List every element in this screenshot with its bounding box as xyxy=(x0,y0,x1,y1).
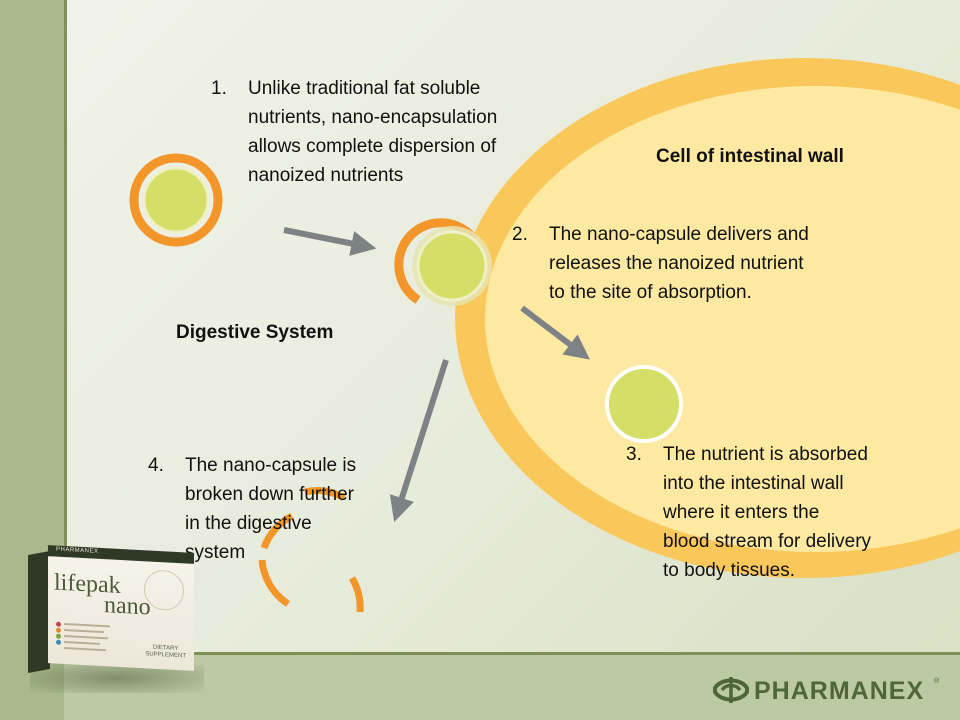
nano-capsule-intact xyxy=(129,153,223,247)
step-number: 3. xyxy=(626,444,642,465)
registered-mark: ® xyxy=(934,678,940,685)
step-text: Unlike traditional fat soluble nutrients… xyxy=(248,74,497,190)
step-4: 4. The nano-capsule is broken down furth… xyxy=(148,451,388,571)
logo-wordmark: PHARMANEX xyxy=(754,677,925,705)
step-2: 2. The nano-capsule delivers and release… xyxy=(512,220,852,310)
product-box-front: PHARMANEX lifepak nano DIETARY SUPPLEMEN… xyxy=(48,545,194,671)
step-text: The nano-capsule delivers and releases t… xyxy=(549,220,809,307)
step-line: to body tissues. xyxy=(663,560,796,581)
step-line: in the digestive xyxy=(185,513,312,534)
cell-label: Cell of intestinal wall xyxy=(656,146,844,167)
step-line: blood stream for delivery xyxy=(663,531,872,552)
step-line: to the site of absorption. xyxy=(549,282,752,303)
step-line: The nano-capsule is xyxy=(185,455,357,476)
step-line: nanoized nutrients xyxy=(248,165,404,186)
step-number: 2. xyxy=(512,224,528,245)
arrow-capsule-to-cell xyxy=(283,227,377,256)
product-badge-line: SUPPLEMENT xyxy=(145,651,186,660)
step-number: 1. xyxy=(211,78,227,99)
step-line: broken down further xyxy=(185,484,354,505)
product-dot-icon xyxy=(56,639,61,645)
footer-band xyxy=(64,655,960,720)
arrow-capsule-breakdown xyxy=(389,359,449,523)
step-text: The nutrient is absorbed into the intest… xyxy=(663,440,871,585)
step-1: 1. Unlike traditional fat soluble nutrie… xyxy=(211,74,551,194)
product-box-side xyxy=(28,551,50,673)
product-dot-icon xyxy=(56,633,61,639)
product-title-line2: nano xyxy=(104,592,151,621)
lifepak-nano-product-box: PHARMANEX lifepak nano DIETARY SUPPLEMEN… xyxy=(24,545,204,695)
step-line: into the intestinal wall xyxy=(663,473,844,494)
step-line: The nano-capsule delivers and xyxy=(549,224,809,245)
step-line: The nutrient is absorbed xyxy=(663,444,868,465)
product-dot-icon xyxy=(56,621,61,627)
product-brand: PHARMANEX xyxy=(56,546,99,555)
product-ingredient-lines xyxy=(56,623,116,656)
product-badge: DIETARY SUPPLEMENT xyxy=(145,644,186,660)
broken-capsule-fragments xyxy=(258,487,364,613)
step-line: system xyxy=(185,542,246,563)
step-line: where it enters the xyxy=(663,502,820,523)
step-number: 4. xyxy=(148,455,164,476)
step-3: 3. The nutrient is absorbed into the int… xyxy=(626,440,926,590)
step-text: The nano-capsule is broken down further … xyxy=(185,451,356,567)
nano-capsule-releasing xyxy=(394,218,492,306)
step-line: releases the nanoized nutrient xyxy=(549,253,804,274)
digestive-system-label: Digestive System xyxy=(176,322,334,343)
step-line: nutrients, nano-encapsulation xyxy=(248,107,498,128)
product-dot-icon xyxy=(56,627,61,633)
arrow-release-to-nutrient xyxy=(520,305,591,360)
step-line: Unlike traditional fat soluble xyxy=(248,78,481,99)
step-line: allows complete dispersion of xyxy=(248,136,497,157)
pharmanex-logo-icon xyxy=(713,677,749,703)
absorbed-nutrient xyxy=(605,365,683,443)
